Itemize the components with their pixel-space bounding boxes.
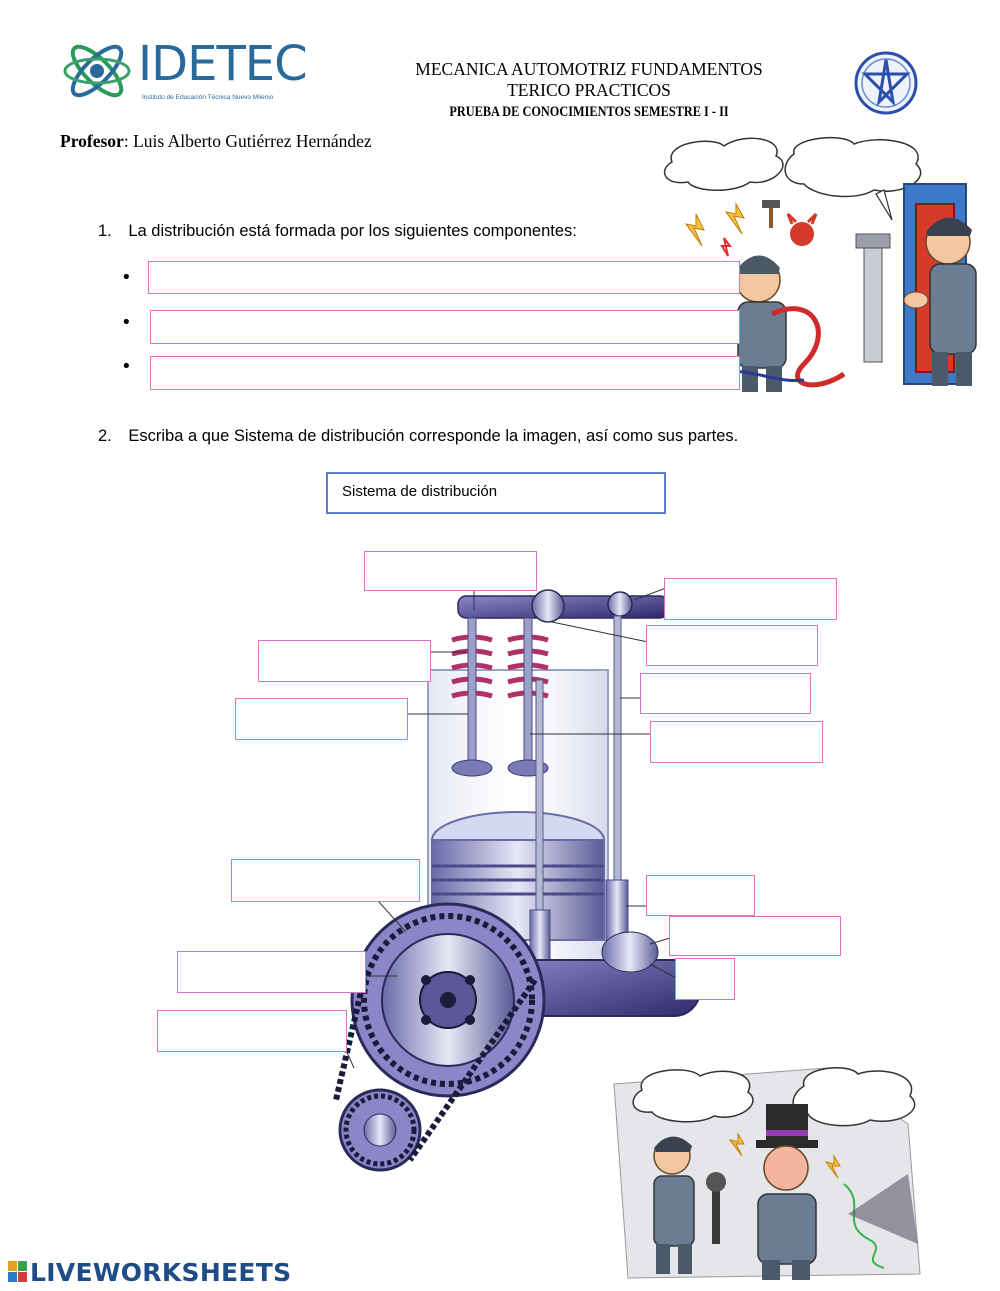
header-title-line3-text: PRUEBA DE CONOCIMIENTOS SEMESTRE I - II bbox=[449, 104, 729, 120]
logo-name: IDETEC bbox=[138, 36, 308, 92]
header-title-line1: MECANICA AUTOMOTRIZ FUNDAMENTOS bbox=[415, 59, 763, 79]
valvetrain-engine-diagram bbox=[333, 587, 701, 1172]
professor-label: Profesor bbox=[60, 131, 124, 151]
timing-gear-small-icon bbox=[338, 1088, 422, 1172]
timing-gear-large-icon bbox=[350, 902, 546, 1098]
header-title-line3: PRUEBA DE CONOCIMIENTOS SEMESTRE I - II bbox=[329, 104, 849, 121]
mechanics-cartoon-top bbox=[663, 136, 977, 392]
part-label-box-8[interactable] bbox=[231, 859, 420, 902]
part-label-box-13[interactable] bbox=[157, 1010, 347, 1052]
part-label-box-9[interactable] bbox=[646, 875, 755, 916]
part-label-box-7[interactable] bbox=[650, 721, 823, 763]
answer-component-3[interactable] bbox=[150, 356, 740, 390]
pentagram-emblem-icon bbox=[854, 51, 918, 115]
part-label-box-5[interactable] bbox=[640, 673, 811, 714]
part-label-box-11[interactable] bbox=[177, 951, 366, 993]
part-label-box-1[interactable] bbox=[364, 551, 537, 591]
part-label-box-4[interactable] bbox=[258, 640, 431, 682]
idetec-logo: IDETEC Instituto de Educación Técnica Nu… bbox=[62, 34, 332, 108]
question2-text: Escriba a que Sistema de distribución co… bbox=[128, 427, 739, 445]
part-label-box-3[interactable] bbox=[646, 625, 818, 666]
header-title-line2: TERICO PRACTICOS bbox=[507, 80, 671, 100]
atom-icon bbox=[63, 44, 131, 98]
system-box-label: Sistema de distribución bbox=[342, 483, 498, 500]
system-box[interactable]: Sistema de distribución bbox=[326, 472, 666, 514]
answer-component-1[interactable] bbox=[148, 261, 740, 294]
bullet-2: • bbox=[121, 312, 132, 333]
question1-number: 1. bbox=[98, 222, 112, 240]
logo-subtitle: Instituto de Educación Técnica Nuevo Mil… bbox=[142, 94, 274, 101]
bullet-1: • bbox=[121, 267, 132, 288]
bullet-3: • bbox=[121, 356, 132, 377]
question1-text: La distribución está formada por los sig… bbox=[128, 222, 577, 240]
question2: 2. Escriba a que Sistema de distribución… bbox=[98, 427, 738, 446]
professor-line: Profesor: Luis Alberto Gutiérrez Hernánd… bbox=[60, 131, 372, 152]
part-label-box-12[interactable] bbox=[675, 958, 735, 1000]
answer-component-2[interactable] bbox=[150, 310, 740, 344]
professor-name: : Luis Alberto Gutiérrez Hernández bbox=[123, 131, 372, 151]
part-label-box-6[interactable] bbox=[235, 698, 408, 740]
question2-number: 2. bbox=[98, 427, 112, 445]
part-label-box-10[interactable] bbox=[669, 916, 841, 956]
part-label-box-2[interactable] bbox=[664, 578, 837, 620]
liveworksheets-brand: LIVEWORKSHEETS bbox=[30, 1258, 292, 1287]
mechanics-cartoon-bottom bbox=[613, 1067, 921, 1280]
question1: 1. La distribución está formada por los … bbox=[98, 222, 577, 241]
liveworksheets-logo-icon bbox=[8, 1261, 27, 1282]
sparks-icon bbox=[684, 202, 745, 257]
liveworksheets-branding[interactable]: LIVEWORKSHEETS bbox=[8, 1258, 292, 1288]
